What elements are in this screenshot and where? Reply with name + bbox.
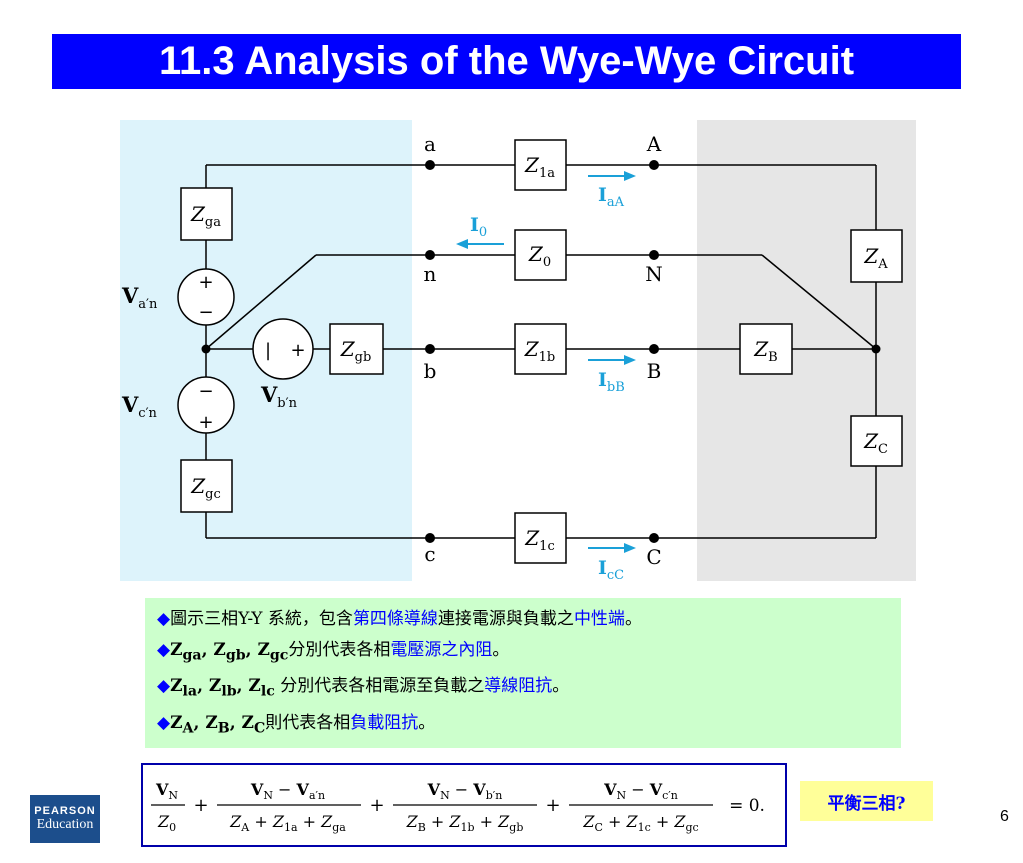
node-b (425, 344, 435, 354)
node-C (649, 533, 659, 543)
label-zga: Zga (190, 202, 221, 230)
pearson-logo: PEARSON Education (30, 795, 100, 843)
arrow-ibb-icon (624, 355, 636, 365)
svg-text:+: + (545, 795, 560, 816)
label-z0: Z0 (528, 242, 551, 270)
svg-text:ZC + Z1c + Zgc: ZC + Z1c + Zgc (582, 812, 698, 834)
node-n (425, 250, 435, 260)
impedance-zgb (329, 323, 384, 375)
vcn-minus: − (198, 381, 213, 402)
label-z1a: Z1a (524, 153, 555, 181)
note-box: 平衡三相? (800, 781, 933, 821)
vbn-plus: + (290, 340, 305, 361)
impedance-z0 (514, 229, 567, 281)
arrow-icc-icon (624, 543, 636, 553)
node-N (649, 250, 659, 260)
description-line-2: ◆Zga, Zgb, Zgc分別代表各相電壓源之內阻。 (157, 640, 510, 664)
svg-text:Z0: Z0 (157, 812, 176, 834)
source-vbn (252, 318, 314, 380)
neutral-equation-box: VN Z0 + VN − Va′n ZA + Z1a + Zga + VN − … (141, 763, 787, 847)
label-iaa: IaA (598, 184, 625, 210)
label-vbn: Vb′n (260, 382, 298, 411)
svg-text:VN: VN (155, 780, 178, 802)
node-source-neutral (201, 344, 211, 354)
impedance-z1c (514, 512, 567, 564)
impedance-z1b (514, 323, 567, 375)
description-line-3: ◆Zla, Zlb, Zlc 分別代表各相電源至負載之導線阻抗。 (157, 676, 570, 700)
vcn-plus: + (198, 412, 213, 433)
page-number: 6 (1000, 808, 1009, 825)
svg-text:ZB + Z1b + Zgb: ZB + Z1b + Zgb (406, 812, 524, 834)
description-line-4: ◆ZA, ZB, ZC則代表各相負載阻抗。 (157, 712, 436, 737)
van-minus: − (198, 302, 213, 323)
impedance-zga (180, 187, 233, 241)
impedance-za (850, 229, 903, 283)
node-c (425, 533, 435, 543)
node-load-neutral (871, 344, 881, 354)
label-van: Va′n (121, 283, 158, 312)
label-A: A (646, 132, 662, 156)
impedance-zb (739, 323, 793, 375)
svg-text:VN − Vb′n: VN − Vb′n (427, 780, 503, 802)
label-zb: ZB (753, 337, 777, 365)
page-title: 11.3 Analysis of the Wye-Wye Circuit (158, 39, 855, 83)
impedance-z1a (514, 139, 567, 191)
arrow-i0-icon (456, 239, 468, 249)
node-B (649, 344, 659, 354)
svg-text:+: + (193, 795, 208, 816)
svg-text:ZA + Z1a + Zga: ZA + Z1a + Zga (229, 812, 346, 834)
source-van (177, 268, 235, 326)
label-zc: ZC (863, 429, 888, 457)
svg-text:VN − Vc′n: VN − Vc′n (603, 780, 678, 802)
impedance-zc (850, 415, 903, 467)
label-B: B (647, 359, 662, 383)
label-vcn: Vc′n (121, 392, 158, 421)
description-box: ◆圖示三相Y-Y 系統，包含第四條導線連接電源與負載之中性端。 ◆Zga, Zg… (145, 598, 901, 748)
label-z1b: Z1b (524, 337, 556, 365)
arrow-iaa-icon (624, 171, 636, 181)
circuit-diagram: + − − + | + a A n N b B c C Zga Zgc Zgb … (120, 120, 916, 583)
impedance-zgc (180, 459, 233, 513)
label-b: b (424, 359, 437, 383)
van-plus: + (198, 272, 213, 293)
label-c: c (424, 542, 435, 566)
label-n: n (424, 262, 437, 286)
neutral-equation: VN Z0 + VN − Va′n ZA + Z1a + Zga + VN − … (151, 780, 765, 834)
diamond-bullet-icon: ◆ (157, 609, 171, 629)
label-N: N (645, 262, 663, 286)
title-bar: 11.3 Analysis of the Wye-Wye Circuit (52, 34, 961, 89)
load-region (697, 120, 916, 581)
label-a: a (424, 132, 436, 156)
note-text: 平衡三相? (827, 793, 906, 814)
svg-text:= 0.: = 0. (729, 796, 765, 816)
description-line-1: ◆圖示三相Y-Y 系統，包含第四條導線連接電源與負載之中性端。 (157, 609, 642, 629)
diamond-bullet-icon: ◆ (157, 712, 171, 733)
label-z1c: Z1c (524, 526, 554, 554)
source-vcn (177, 376, 235, 434)
node-a (425, 160, 435, 170)
vbn-minus: | (265, 340, 271, 361)
node-A (649, 160, 659, 170)
label-za: ZA (863, 244, 888, 272)
diamond-bullet-icon: ◆ (157, 640, 171, 660)
svg-text:+: + (369, 795, 384, 816)
label-C: C (646, 545, 661, 569)
label-zgc: Zgc (190, 474, 221, 502)
diamond-bullet-icon: ◆ (157, 676, 171, 697)
label-zgb: Zgb (340, 337, 372, 365)
label-i0: I0 (470, 214, 487, 240)
label-icc: IcC (598, 557, 624, 583)
label-ibb: IbB (598, 369, 625, 395)
svg-text:VN − Va′n: VN − Va′n (250, 780, 325, 802)
